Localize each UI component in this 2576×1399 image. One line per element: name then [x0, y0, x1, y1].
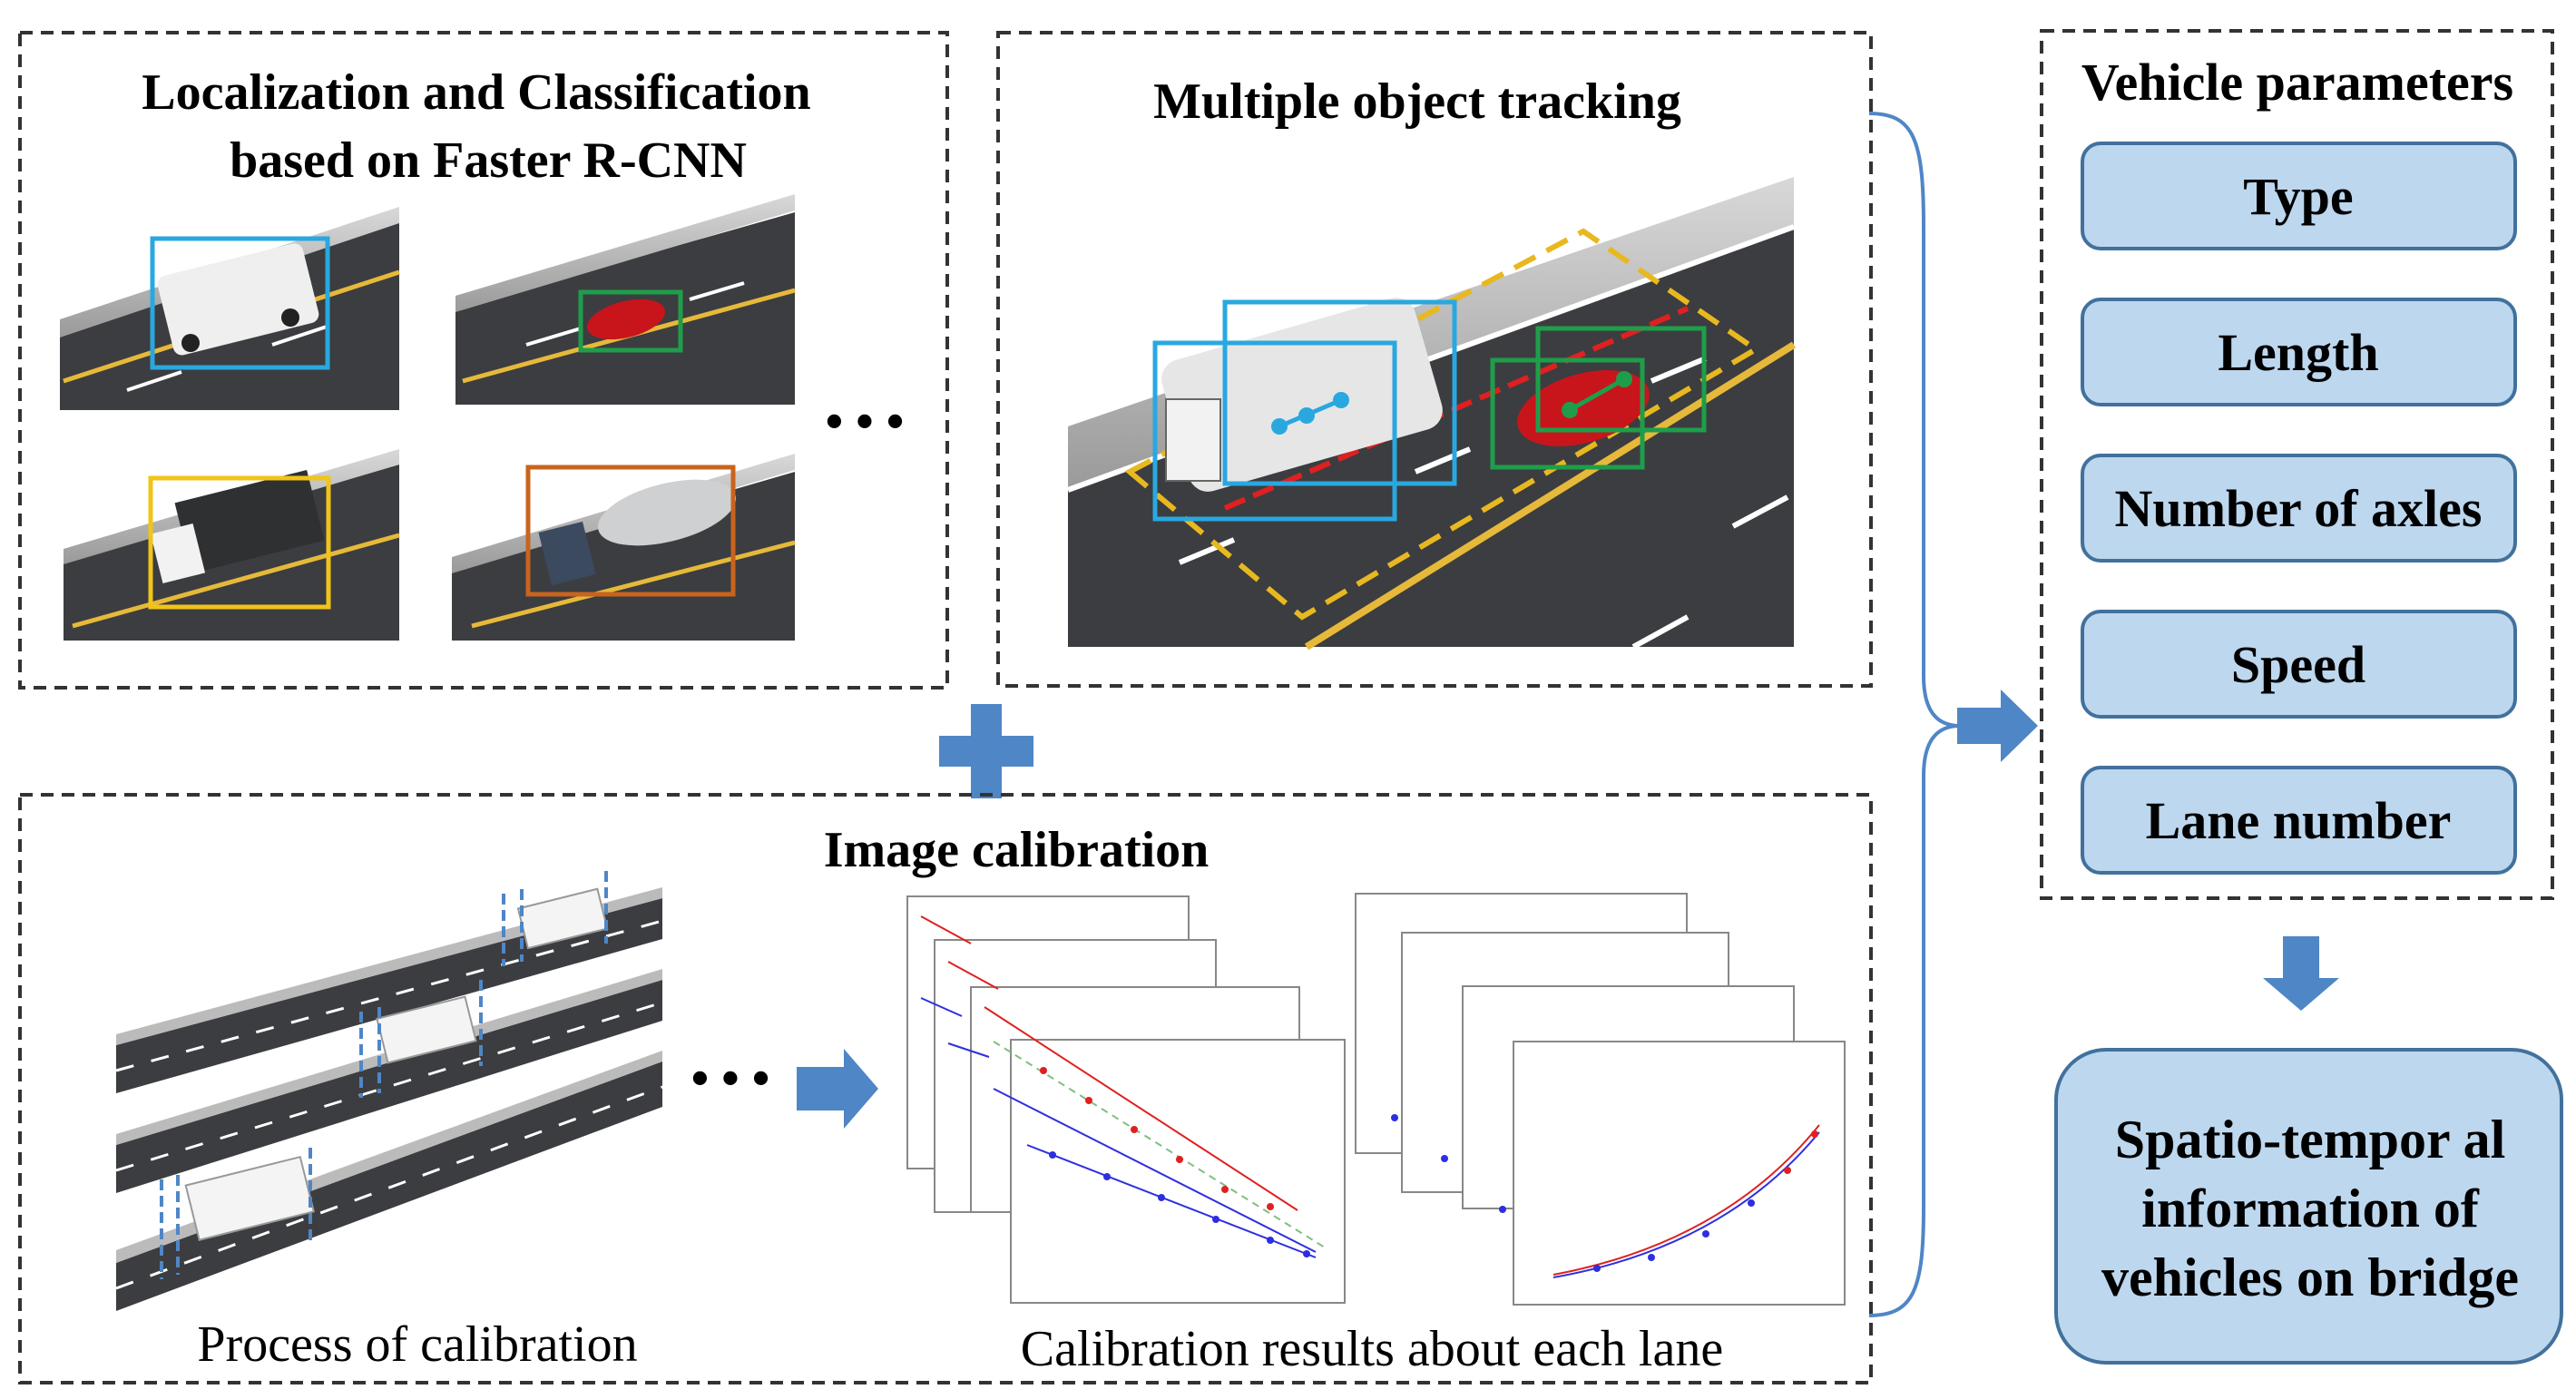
results-caption: Calibration results about each lane: [1021, 1321, 1723, 1377]
bbox-tanker: [525, 465, 736, 597]
detection-title-line2: based on Faster R-CNN: [230, 132, 747, 189]
merge-connector: [1868, 112, 2038, 1317]
merge-arrow: [1957, 690, 2038, 762]
curved-calibration-plots: [1355, 893, 1846, 1306]
bbox-bus-frame1: [1152, 340, 1397, 522]
tracking-region-dashed: [1124, 228, 1761, 621]
calibration-panel: Image calibration • • •: [18, 793, 1873, 1384]
red-car-vehicle: [587, 298, 665, 340]
thumbnail-tanker: [452, 454, 796, 641]
calibration-arrow: [797, 1049, 878, 1129]
tracking-panel-border: [996, 31, 1873, 688]
detection-title-line1: Localization and Classification: [142, 64, 810, 121]
param-speed-box: [2081, 610, 2517, 719]
detection-panel: Localization and Classification based on…: [18, 31, 949, 690]
linear-calibration-plots: [906, 895, 1346, 1304]
calibration-title: Image calibration: [824, 822, 1210, 878]
param-type-box: [2081, 142, 2517, 250]
parameters-panel-border: [2040, 29, 2554, 900]
output-line3: vehicles on bridge: [2101, 1247, 2519, 1307]
process-caption: Process of calibration: [197, 1316, 637, 1373]
output-line2: information of: [2141, 1179, 2480, 1238]
thumbnail-bus: [60, 207, 400, 410]
bbox-bus: [150, 236, 330, 370]
bbox-bus-frame2: [1222, 299, 1457, 486]
tracking-panel: Multiple object tracking: [996, 31, 1873, 688]
bbox-car: [578, 289, 683, 353]
param-length-box: [2081, 298, 2517, 406]
param-axles-box: [2081, 454, 2517, 563]
tracking-title: Multiple object tracking: [1153, 73, 1681, 130]
calibration-roads: [115, 871, 663, 1311]
bbox-car-frame1: [1490, 357, 1645, 470]
calibration-ellipsis: • • •: [691, 1051, 770, 1107]
param-speed-label: Speed: [2231, 635, 2365, 694]
plus-icon: [939, 704, 1033, 798]
param-lane-label: Lane number: [2146, 791, 2452, 850]
tracked-red-car: [1517, 370, 1650, 446]
thumbnail-car: [455, 194, 796, 405]
detection-ellipsis: • • •: [826, 394, 905, 450]
detection-panel-border: [18, 31, 949, 690]
parameters-panel: Vehicle parameters Type Length Number of…: [2040, 29, 2554, 900]
bus-vehicle: [157, 243, 319, 356]
output-box-shape: [2054, 1048, 2563, 1365]
tanker-vehicle: [597, 479, 737, 546]
output-line1: Spatio-tempor al: [2115, 1110, 2506, 1169]
param-length-label: Length: [2218, 323, 2378, 382]
calibration-panel-border: [18, 793, 1873, 1384]
truck-vehicle: [174, 470, 325, 573]
parameters-title: Vehicle parameters: [2081, 53, 2513, 112]
param-lane-box: [2081, 766, 2517, 875]
bbox-truck: [148, 475, 331, 610]
output-box: Spatio-tempor al information of vehicles…: [2054, 1048, 2563, 1365]
down-arrow: [2263, 936, 2339, 1011]
param-type-label: Type: [2243, 167, 2353, 226]
tracking-scene: [1066, 177, 1797, 651]
bbox-car-frame2: [1535, 326, 1707, 433]
param-axles-label: Number of axles: [2115, 479, 2483, 538]
thumbnail-truck: [64, 449, 400, 641]
tracked-bus: [1161, 298, 1443, 492]
